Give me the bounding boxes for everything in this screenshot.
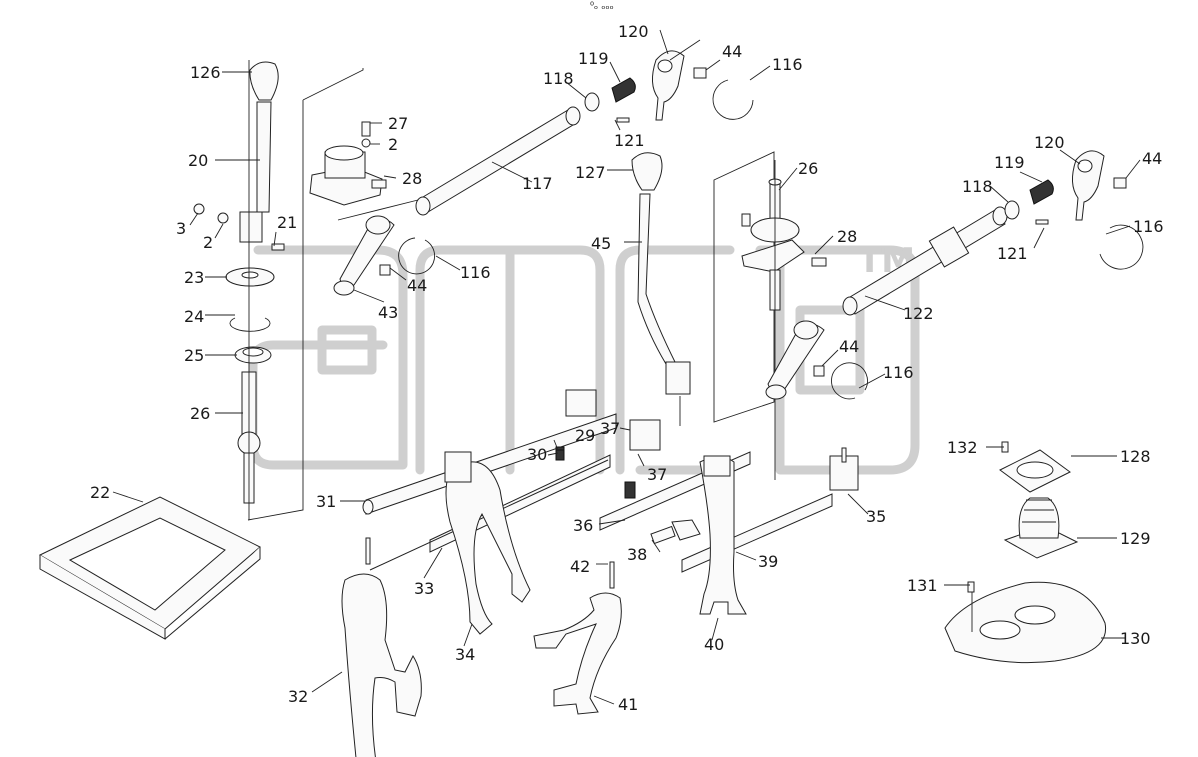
label-127: 127 — [575, 163, 606, 182]
label-34: 34 — [455, 645, 475, 664]
right-boot-parts — [944, 441, 1107, 664]
label-122: 122 — [903, 304, 934, 323]
label-118a: 118 — [543, 69, 574, 88]
label-36: 36 — [573, 516, 593, 535]
label-37a: 37 — [600, 419, 620, 438]
label-33: 33 — [414, 579, 434, 598]
label-26a: 26 — [190, 404, 210, 423]
header-marker: ⁰ₒ ₒₒₒ — [590, 1, 614, 12]
label-117: 117 — [522, 174, 553, 193]
label-45: 45 — [591, 234, 611, 253]
shift-rods-and-forks — [341, 389, 859, 757]
top-middle-lever — [584, 39, 754, 123]
label-38: 38 — [627, 545, 647, 564]
tray-22 — [38, 496, 261, 640]
label-116b: 116 — [772, 55, 803, 74]
label-22: 22 — [90, 483, 110, 502]
label-21: 21 — [277, 213, 297, 232]
label-32: 32 — [288, 687, 308, 706]
cross-shaft-122 — [765, 150, 1144, 400]
label-44d: 44 — [839, 337, 859, 356]
label-28b: 28 — [837, 227, 857, 246]
cross-shaft-117 — [333, 106, 581, 296]
label-23: 23 — [184, 268, 204, 287]
label-28a: 28 — [402, 169, 422, 188]
label-131: 131 — [907, 576, 938, 595]
label-41: 41 — [618, 695, 638, 714]
label-119b: 119 — [994, 153, 1025, 172]
label-132: 132 — [947, 438, 978, 457]
center-lever-assembly — [631, 151, 775, 426]
label-44a: 44 — [407, 276, 427, 295]
label-35: 35 — [866, 507, 886, 526]
label-2b: 2 — [388, 135, 398, 154]
label-129: 129 — [1120, 529, 1151, 548]
left-lever-assembly — [193, 60, 387, 521]
label-126: 126 — [190, 63, 221, 82]
label-25: 25 — [184, 346, 204, 365]
label-43: 43 — [378, 303, 398, 322]
label-130: 130 — [1120, 629, 1151, 648]
label-24: 24 — [184, 307, 204, 326]
label-39: 39 — [758, 552, 778, 571]
label-120b: 120 — [1034, 133, 1065, 152]
label-2a: 2 — [203, 233, 213, 252]
label-120a: 120 — [618, 22, 649, 41]
part-labels: 126 20 3 2 21 23 24 25 26 27 2 28 117 43… — [90, 22, 1164, 714]
label-44c: 44 — [1142, 149, 1162, 168]
label-119a: 119 — [578, 49, 609, 68]
label-121b: 121 — [997, 244, 1028, 263]
label-29: 29 — [575, 426, 595, 445]
label-116d: 116 — [883, 363, 914, 382]
right-housing — [741, 160, 827, 480]
label-40: 40 — [704, 635, 724, 654]
label-116a: 116 — [460, 263, 491, 282]
label-31: 31 — [316, 492, 336, 511]
label-3: 3 — [176, 219, 186, 238]
label-30: 30 — [527, 445, 547, 464]
leader-lines — [112, 29, 1141, 705]
label-20: 20 — [188, 151, 208, 170]
label-118b: 118 — [962, 177, 993, 196]
label-26b: 26 — [798, 159, 818, 178]
label-121a: 121 — [614, 131, 645, 150]
label-42: 42 — [570, 557, 590, 576]
label-44b: 44 — [722, 42, 742, 61]
label-27: 27 — [388, 114, 408, 133]
label-116c: 116 — [1133, 217, 1164, 236]
label-128: 128 — [1120, 447, 1151, 466]
label-37b: 37 — [647, 465, 667, 484]
